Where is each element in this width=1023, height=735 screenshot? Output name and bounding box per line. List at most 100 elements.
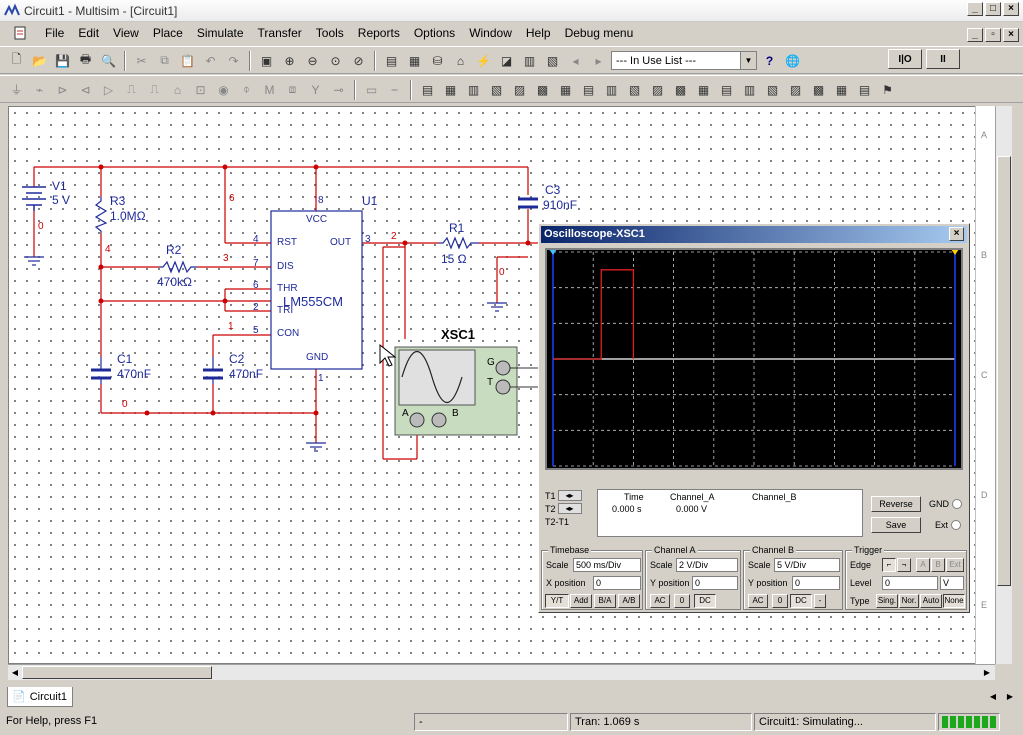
channel-a-dc-button[interactable]: DC <box>694 594 716 608</box>
simulate-icon[interactable]: ⚡ <box>476 53 491 68</box>
ab-mode-button[interactable]: A/B <box>618 594 640 608</box>
copy-icon[interactable]: ⧉ <box>160 53 169 67</box>
ttl-icon[interactable]: ⎍ <box>127 82 136 96</box>
ba-mode-button[interactable]: B/A <box>594 594 616 608</box>
agilent-scope-icon[interactable]: ▨ <box>789 82 802 97</box>
menu-options[interactable]: Options <box>413 26 456 40</box>
tektronix-icon[interactable]: ▩ <box>812 82 825 97</box>
current-probe-icon[interactable]: ▤ <box>858 82 871 97</box>
ext-radio[interactable] <box>951 520 962 530</box>
menu-tools[interactable]: Tools <box>315 26 344 40</box>
channel-a-ac-button[interactable]: AC <box>650 594 670 608</box>
indicator-icon[interactable]: ◉ <box>218 82 229 97</box>
four-ch-scope-icon[interactable]: ▨ <box>513 82 526 97</box>
run-switch-button[interactable]: I|O <box>888 49 922 69</box>
misc-icon[interactable]: M <box>264 82 275 97</box>
wattmeter-icon[interactable]: ▥ <box>467 82 480 97</box>
channel-a-scale-field[interactable]: 2 V/Div <box>676 558 738 572</box>
full-screen-icon[interactable]: ▣ <box>260 53 273 68</box>
forward-annotate-icon[interactable]: ▸ <box>595 53 602 68</box>
zoom-in-icon[interactable]: ⊕ <box>284 53 295 68</box>
freq-counter-icon[interactable]: ▦ <box>559 82 572 97</box>
channel-b-minus-button[interactable]: - <box>814 594 826 608</box>
postprocessor-icon[interactable]: ▥ <box>523 53 536 68</box>
logic-analyzer-icon[interactable]: ▥ <box>605 82 618 97</box>
oscilloscope-title-bar[interactable]: Oscilloscope-XSC1 × <box>541 226 967 243</box>
network-icon[interactable]: ▤ <box>720 82 733 97</box>
logic-converter-icon[interactable]: ▧ <box>628 82 641 97</box>
basic-icon[interactable]: ⌁ <box>35 82 44 97</box>
electromech-icon[interactable]: ⊸ <box>333 82 344 97</box>
gnd-radio[interactable] <box>952 499 962 509</box>
x-position-field[interactable]: 0 <box>593 576 641 590</box>
new-icon[interactable]: 🗋 <box>11 52 22 66</box>
vertical-scrollbar[interactable] <box>995 106 1012 664</box>
save-icon[interactable]: 💾 <box>55 53 70 68</box>
bus-icon[interactable]: ⎯ <box>391 82 398 96</box>
iv-analyzer-icon[interactable]: ▨ <box>651 82 664 97</box>
doc-restore-button[interactable]: ▫ <box>985 28 1001 42</box>
channel-b-ac-button[interactable]: AC <box>748 594 768 608</box>
erc-icon[interactable]: ▧ <box>546 53 559 68</box>
zoom-fit-icon[interactable]: ⊘ <box>353 53 364 68</box>
scroll-right-icon[interactable]: ▶ <box>983 668 991 677</box>
horizontal-scrollbar[interactable]: ◀ ▶ <box>8 664 995 680</box>
zoom-area-icon[interactable]: ⊙ <box>330 53 341 68</box>
scroll-left-icon[interactable]: ◀ <box>11 668 19 677</box>
agilent-mm-icon[interactable]: ▧ <box>766 82 779 97</box>
reverse-button[interactable]: Reverse <box>871 496 921 512</box>
menu-simulate[interactable]: Simulate <box>196 26 244 40</box>
level-field[interactable]: 0 <box>882 576 938 590</box>
cut-icon[interactable]: ✂ <box>136 53 147 68</box>
grapher-icon[interactable]: ◪ <box>500 53 513 68</box>
pause-button[interactable]: II <box>926 49 960 69</box>
trigger-auto-button[interactable]: Auto <box>920 594 942 608</box>
channel-b-ypos-field[interactable]: 0 <box>792 576 840 590</box>
menu-file[interactable]: File <box>45 26 65 40</box>
doc-close-button[interactable]: × <box>1003 28 1019 42</box>
trigger-a-button[interactable]: A <box>916 558 930 572</box>
web-icon[interactable]: 🌐 <box>785 53 800 68</box>
measurement-probe-icon[interactable]: ⚑ <box>882 82 893 97</box>
word-gen-icon[interactable]: ▤ <box>582 82 595 97</box>
menu-debug-menu[interactable]: Debug menu <box>564 26 634 40</box>
trigger-single-button[interactable]: Sing. <box>876 594 898 608</box>
labview-icon[interactable]: ▦ <box>835 82 848 97</box>
back-annotate-icon[interactable]: ◂ <box>572 53 579 68</box>
menu-edit[interactable]: Edit <box>78 26 100 40</box>
trigger-none-button[interactable]: None <box>943 594 965 608</box>
maximize-button[interactable]: □ <box>985 2 1001 16</box>
channel-b-zero-button[interactable]: 0 <box>772 594 788 608</box>
falling-edge-icon[interactable]: ¬ <box>897 558 911 572</box>
t2-cursor-arrows-icon[interactable]: ◂▸ <box>557 503 582 514</box>
rising-edge-icon[interactable]: ⌐ <box>882 558 896 572</box>
mixed-icon[interactable]: ⊡ <box>195 82 206 97</box>
oscilloscope-icon[interactable]: ▧ <box>490 82 503 97</box>
analog-icon[interactable]: ▷ <box>103 82 114 97</box>
close-button[interactable]: × <box>1003 2 1019 16</box>
component-wizard-icon[interactable]: ⌂ <box>456 53 465 68</box>
agilent-fg-icon[interactable]: ▥ <box>743 82 756 97</box>
in-use-list-dropdown[interactable]: --- In Use List --- ▼ <box>611 51 757 70</box>
zoom-out-icon[interactable]: ⊖ <box>307 53 318 68</box>
misc-digital-icon[interactable]: ⌂ <box>173 82 182 97</box>
trigger-ext-button[interactable]: Ext <box>946 558 964 572</box>
multimeter-icon[interactable]: ▤ <box>421 82 434 97</box>
design-toolbox-icon[interactable]: ▤ <box>385 53 398 68</box>
channel-a-ypos-field[interactable]: 0 <box>692 576 738 590</box>
channel-b-scale-field[interactable]: 5 V/Div <box>774 558 840 572</box>
minimize-button[interactable]: _ <box>967 2 983 16</box>
hier-block-icon[interactable]: ▭ <box>365 82 378 97</box>
channel-a-zero-button[interactable]: 0 <box>674 594 690 608</box>
database-icon[interactable]: ⛁ <box>432 53 443 68</box>
tab-scroll-right-icon[interactable]: ▶ <box>1006 692 1014 701</box>
spreadsheet-icon[interactable]: ▦ <box>408 53 421 68</box>
trigger-normal-button[interactable]: Nor. <box>899 594 919 608</box>
print-preview-icon[interactable]: 🔍 <box>101 53 116 68</box>
help-icon[interactable]: ? <box>765 53 774 68</box>
trigger-b-button[interactable]: B <box>931 558 945 572</box>
print-icon[interactable]: 🖶 <box>79 52 92 66</box>
undo-icon[interactable]: ↶ <box>205 53 216 68</box>
save-button[interactable]: Save <box>871 517 921 533</box>
channel-b-dc-button[interactable]: DC <box>790 594 812 608</box>
